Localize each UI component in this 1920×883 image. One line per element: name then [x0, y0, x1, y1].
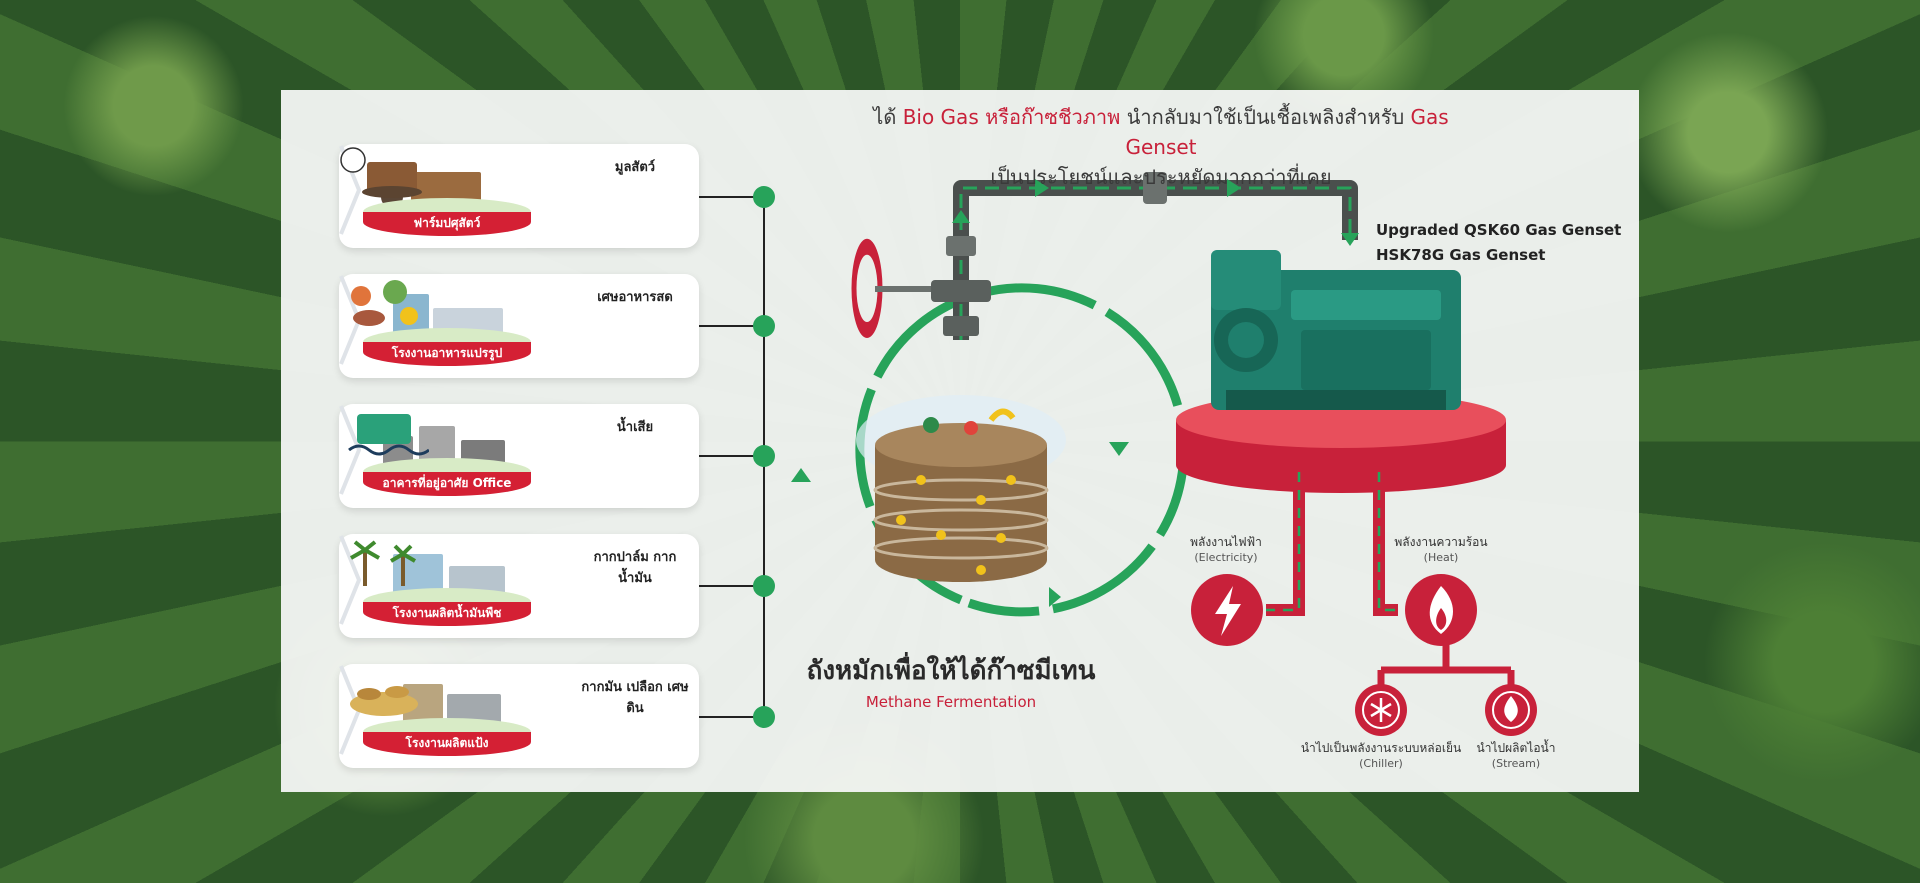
- header-mid: นำกลับมาใช้เป็นเชื้อเพลิงสำหรับ: [1126, 105, 1405, 129]
- heat-label-en: (Heat): [1423, 551, 1459, 564]
- lightning-icon: [1191, 574, 1263, 646]
- source-facility-label: โรงงานผลิตน้ำมันพืช: [363, 602, 531, 626]
- connector-node: [753, 706, 775, 728]
- starch-factory-illustration: โรงงานผลิตแป้ง: [363, 684, 531, 756]
- connector-node: [753, 315, 775, 337]
- source-card-starch-factory: โรงงานผลิตแป้ง กากมัน เปลือก เศษดิน: [339, 664, 699, 768]
- header-prefix: ได้: [873, 105, 897, 129]
- valve-wheel-icon: [851, 238, 931, 338]
- chevron-right-icon: [339, 405, 361, 495]
- genset-model-label: Upgraded QSK60 Gas Genset HSK78G Gas Gen…: [1376, 218, 1621, 268]
- genset-model-line1: Upgraded QSK60 Gas Genset: [1376, 221, 1622, 239]
- water-drop-icon: [1485, 684, 1537, 736]
- source-connector-bus: [699, 186, 775, 728]
- diagram-graphics: [699, 172, 1537, 736]
- chiller-label-th: นำไปเป็นพลังงานระบบหล่อเย็น: [1300, 741, 1462, 755]
- source-waste-label: เศษอาหารสด: [597, 290, 673, 305]
- connector-node: [753, 575, 775, 597]
- electricity-label-th: พลังงานไฟฟ้า: [1190, 535, 1262, 549]
- header-genset: Gas Genset: [1125, 105, 1449, 159]
- electricity-label-en: (Electricity): [1194, 551, 1258, 564]
- source-facility-label: โรงงานผลิตแป้ง: [363, 732, 531, 756]
- cassava-residue-icon: [350, 686, 418, 716]
- steam-label-th: นำไปผลิตไอน้ำ: [1476, 741, 1556, 755]
- tank-title-th: ถังหมักเพื่อให้ได้ก๊าซมีเทน: [806, 656, 1096, 686]
- food-scraps-icon: [351, 280, 418, 326]
- connector-node: [753, 186, 775, 208]
- wastewater-icon: [348, 414, 429, 456]
- source-waste-label: กากมัน เปลือก เศษดิน: [581, 680, 689, 716]
- genset-engine: [1211, 250, 1461, 410]
- source-facility-label: อาคารที่อยู่อาศัย Office: [363, 472, 531, 496]
- source-waste-label: กากปาล์ม กากน้ำมัน: [593, 550, 677, 586]
- fermentation-tank: [856, 395, 1066, 582]
- heat-label: พลังงานความร้อน (Heat): [1361, 534, 1521, 566]
- energy-output-pipes: [1266, 472, 1515, 695]
- header-subtitle: เป็นประโยชน์และประหยัดมากกว่าที่เคย: [990, 165, 1332, 189]
- electricity-label: พลังงานไฟฟ้า (Electricity): [1161, 534, 1291, 566]
- infographic-panel: ได้ Bio Gas หรือก๊าซชีวภาพ นำกลับมาใช้เป…: [281, 90, 1639, 792]
- gas-pipe: [931, 172, 1359, 340]
- source-facility-label: ฟาร์มปศุสัตว์: [363, 212, 531, 236]
- flame-icon: [1405, 574, 1477, 646]
- header-title: ได้ Bio Gas หรือก๊าซชีวภาพ นำกลับมาใช้เป…: [841, 102, 1481, 192]
- source-waste-label: น้ำเสีย: [616, 420, 654, 435]
- genset-model-line2: HSK78G Gas Genset: [1376, 246, 1546, 264]
- source-facility-label: โรงงานอาหารแปรรูป: [363, 342, 531, 366]
- heat-label-th: พลังงานความร้อน: [1394, 535, 1488, 549]
- chiller-label: นำไปเป็นพลังงานระบบหล่อเย็น (Chiller): [1281, 740, 1481, 772]
- source-card-food-factory: โรงงานอาหารแปรรูป เศษอาหารสด: [339, 274, 699, 378]
- steam-label-en: (Stream): [1491, 757, 1541, 770]
- manure-icon: [340, 147, 422, 198]
- source-card-vegetable-oil: โรงงานผลิตน้ำมันพืช กากปาล์ม กากน้ำมัน: [339, 534, 699, 638]
- fermentation-cycle-arrows: [791, 283, 1189, 617]
- source-waste-label: มูลสัตว์: [614, 160, 656, 175]
- source-card-livestock: ฟาร์มปศุสัตว์ มูลสัตว์: [339, 144, 699, 248]
- chiller-label-en: (Chiller): [1359, 757, 1403, 770]
- tank-title-en: Methane Fermentation: [865, 693, 1037, 711]
- connector-node: [753, 445, 775, 467]
- steam-label: นำไปผลิตไอน้ำ (Stream): [1461, 740, 1571, 772]
- palm-tree-icon: [350, 540, 417, 586]
- tank-caption: ถังหมักเพื่อให้ได้ก๊าซมีเทน Methane Ferm…: [761, 650, 1141, 711]
- chevron-right-icon: [339, 535, 361, 625]
- livestock-farm-illustration: ฟาร์มปศุสัตว์: [363, 164, 531, 236]
- header-biogas: Bio Gas หรือก๊าซชีวภาพ: [902, 105, 1121, 129]
- snowflake-icon: [1355, 684, 1407, 736]
- source-card-residential: อาคารที่อยู่อาศัย Office น้ำเสีย: [339, 404, 699, 508]
